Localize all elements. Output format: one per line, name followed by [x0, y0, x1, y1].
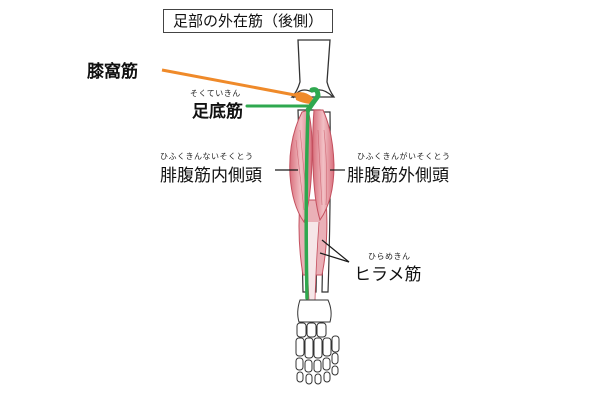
label-popliteus: 膝窩筋: [87, 62, 138, 82]
leader-lines: [275, 169, 350, 263]
label-gastroc-lateral: 腓腹筋外側頭: [347, 166, 449, 186]
foot-bones: [295, 299, 340, 385]
ruby-gastroc-medial: ひふくきんないそくとう: [160, 152, 254, 161]
gastrocnemius-lateral-head: [312, 109, 335, 222]
plantaris-highlight: [245, 87, 321, 300]
ruby-gastroc-lateral: ひふくきんがいそくとう: [357, 152, 451, 161]
popliteus-highlight: [161, 68, 313, 104]
ruby-soleus: ひらめきん: [368, 252, 411, 261]
ruby-plantaris: そくていきん: [190, 89, 241, 98]
label-soleus: ヒラメ筋: [354, 265, 422, 285]
label-plantaris: 足底筋: [192, 102, 243, 122]
label-gastroc-medial: 腓腹筋内側頭: [160, 166, 262, 186]
diagram-title: 足部の外在筋（後側）: [163, 9, 333, 33]
